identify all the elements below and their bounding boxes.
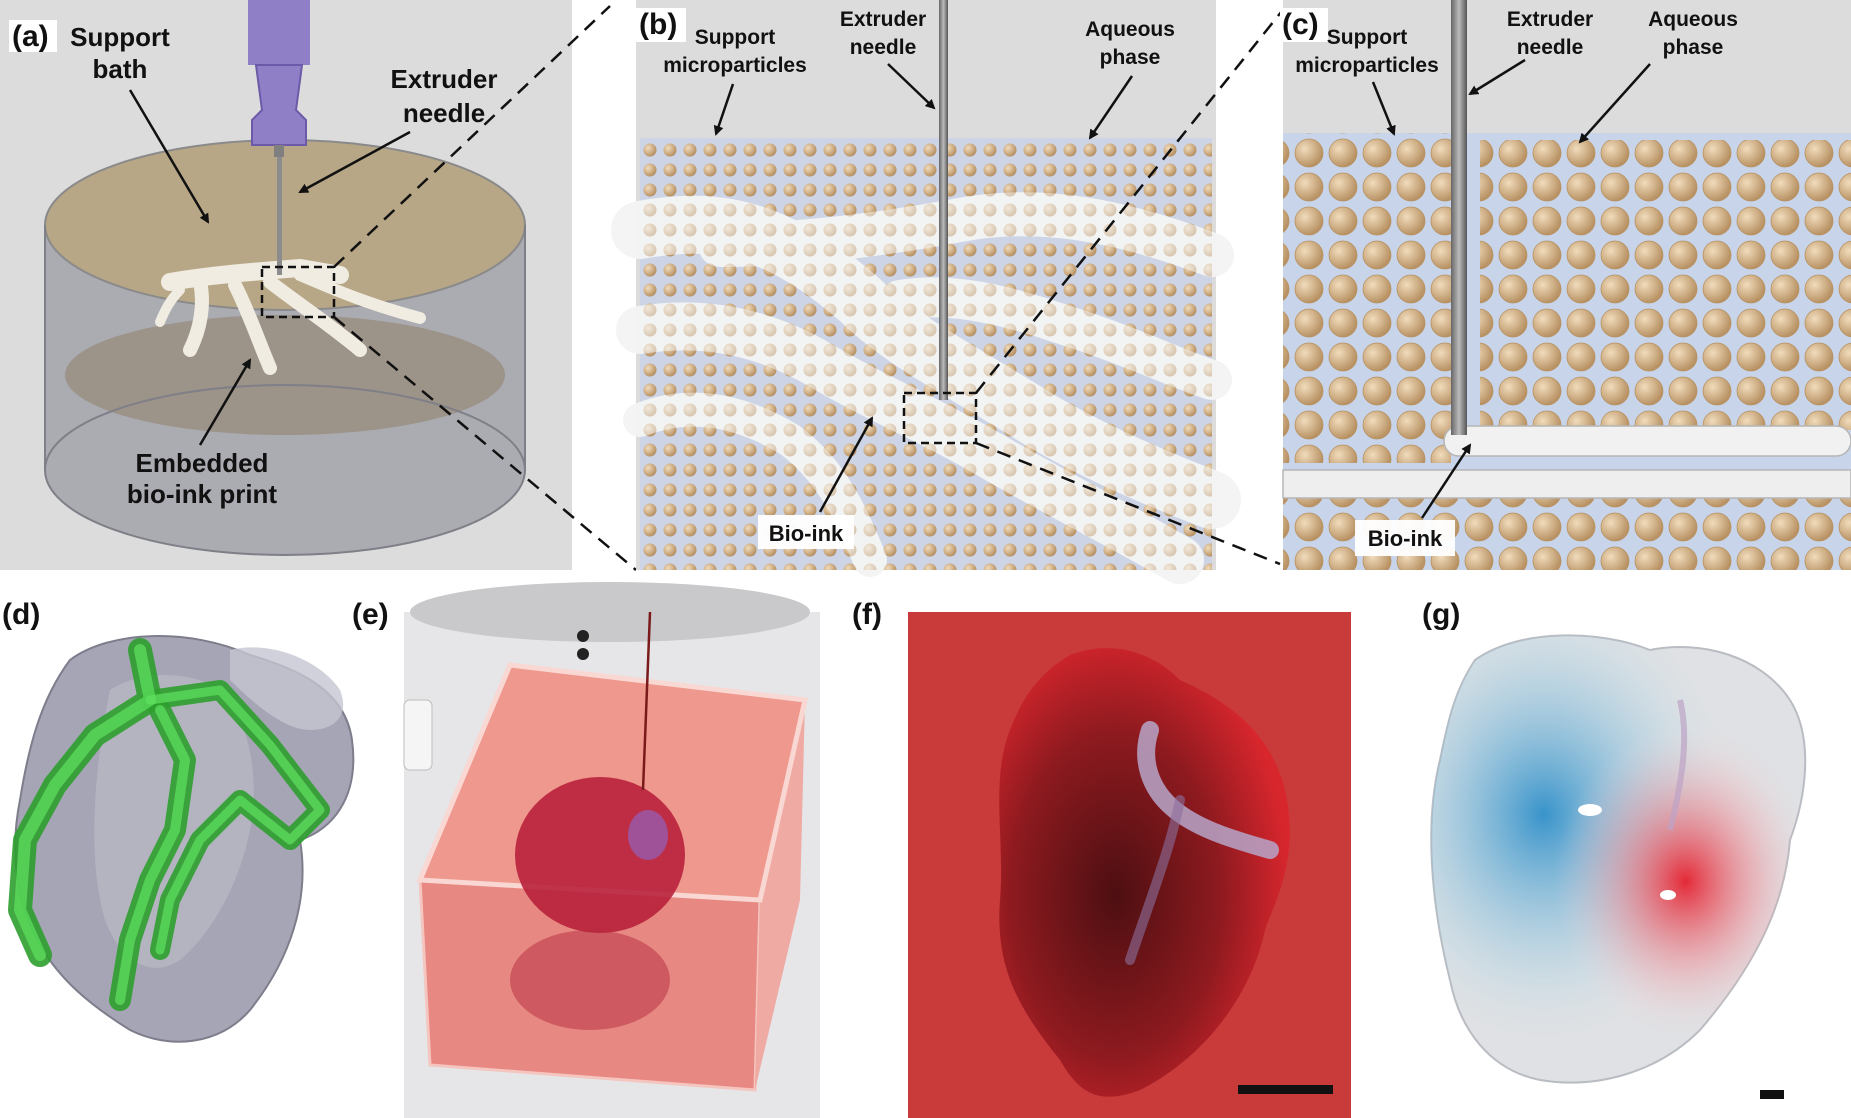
panel-c-tag: (c)	[1282, 8, 1319, 41]
panel-e: (e)	[352, 582, 820, 1118]
label-aqueous-c-2: phase	[1663, 36, 1724, 59]
label-extruder-a-2: needle	[403, 98, 485, 128]
arrow-icon	[1088, 75, 1134, 140]
microparticle-field-c-right	[1480, 140, 1851, 430]
bioink-filament-c-lower	[1282, 469, 1851, 499]
extruder-needle-icon	[248, 0, 310, 275]
arrow-icon	[887, 63, 936, 110]
panel-f-tag: (f)	[852, 598, 882, 631]
panel-b: (b) Support microparticles Extruder need…	[611, 0, 1241, 584]
label-support-bath-1: Support	[70, 22, 170, 52]
heart-icon	[1430, 634, 1807, 1084]
arrow-icon	[298, 130, 411, 194]
vessel-network	[8, 638, 330, 1011]
heart-icon	[999, 648, 1290, 1097]
support-bath-container	[44, 139, 526, 556]
scale-bar-icon	[1238, 1085, 1333, 1094]
arrow-icon	[1420, 443, 1472, 519]
label-aqueous-c-1: Aqueous	[1648, 8, 1738, 31]
label-embedded-1: Embedded	[136, 448, 269, 478]
label-support-c-2: microparticles	[1295, 54, 1439, 77]
embedded-print-shape	[155, 259, 426, 375]
arrow-icon	[198, 358, 252, 446]
panel-g: (g)	[1422, 598, 1807, 1099]
microparticle-field-c-left	[1283, 133, 1451, 463]
label-extruder-c-2: needle	[1517, 36, 1584, 59]
panel-d: (d)	[2, 598, 355, 1043]
arrow-icon	[818, 416, 874, 513]
label-bioink-b: Bio-ink	[769, 521, 844, 546]
arrow-icon	[713, 83, 735, 136]
zoom-connector-bottom-bc	[975, 441, 1281, 566]
panel-d-tag: (d)	[2, 598, 40, 631]
panel-g-tag: (g)	[1422, 598, 1460, 631]
zoom-box-b	[902, 391, 978, 445]
label-support-c-1: Support	[1327, 26, 1407, 49]
bath-bottom	[65, 315, 505, 435]
label-extruder-c-1: Extruder	[1507, 8, 1593, 31]
label-aqueous-b-1: Aqueous	[1085, 18, 1175, 41]
extruder-needle-icon	[939, 0, 948, 400]
arrow-icon	[1371, 81, 1396, 136]
label-extruder-b-1: Extruder	[840, 8, 926, 31]
label-aqueous-b-2: phase	[1100, 46, 1161, 69]
label-support-b-2: microparticles	[663, 54, 807, 77]
panel-f: (f)	[852, 598, 1351, 1118]
arrow-icon	[1468, 58, 1526, 96]
panel-a: (a) Support bath Extruder needle Embedde…	[0, 0, 572, 570]
extruder-needle-icon	[1451, 0, 1467, 435]
zoom-connector-bottom-ab	[333, 316, 637, 571]
zoom-connector-top-ab	[333, 5, 611, 268]
label-extruder-b-2: needle	[850, 36, 917, 59]
bath-surface	[44, 139, 526, 311]
panel-e-tag: (e)	[352, 598, 389, 631]
label-support-b-1: Support	[695, 26, 775, 49]
panel-a-tag-bg	[9, 20, 57, 52]
label-support-bath-2: bath	[93, 54, 148, 84]
zoom-connector-top-bc	[975, 5, 1287, 394]
bioink-filament-c-upper	[1443, 425, 1851, 457]
gel-container	[416, 662, 809, 1092]
label-bioink-c: Bio-ink	[1368, 526, 1443, 551]
extruder-needle-icon	[641, 611, 652, 791]
arrow-icon	[1578, 63, 1651, 144]
label-extruder-a-1: Extruder	[391, 64, 498, 94]
panel-a-tag: (a)	[12, 20, 49, 53]
label-embedded-2: bio-ink print	[127, 479, 278, 509]
panel-c: (c) Support microparticles Extruder need…	[1280, 0, 1851, 570]
scale-bar-icon	[1760, 1090, 1784, 1099]
zoom-box-a	[260, 265, 336, 319]
arrow-icon	[128, 89, 210, 224]
panel-b-tag: (b)	[639, 8, 677, 41]
